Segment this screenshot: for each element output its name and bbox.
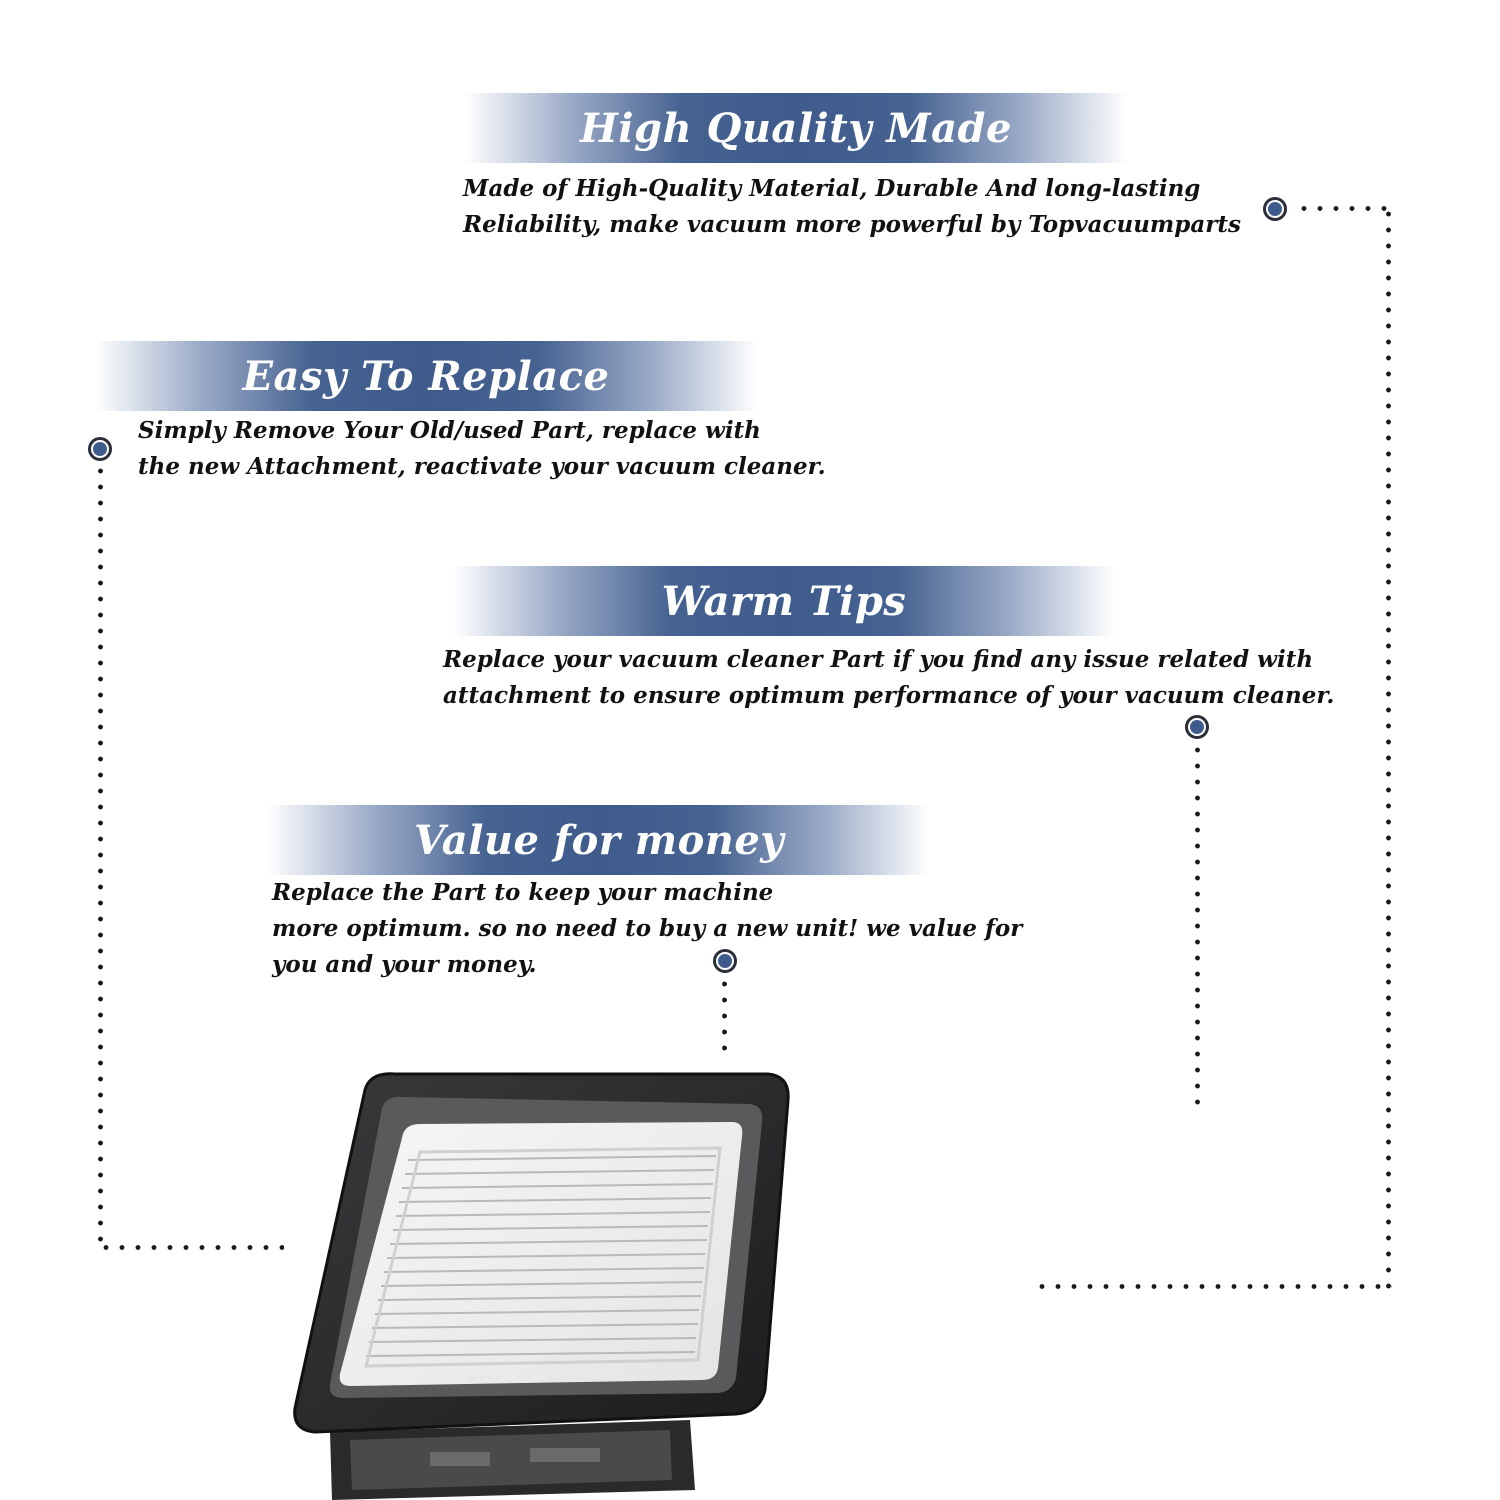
connector-dotted-line [1386,206,1391,1292]
description-line: Simply Remove Your Old/used Part, replac… [138,417,761,444]
description-line: you and your money. [272,951,537,978]
connector-dotted-line [1296,206,1392,211]
connector-dotted-line [1195,742,1200,1110]
vacuum-filter-image [293,1072,790,1500]
marker-easy-replace-icon [88,437,112,461]
description-line: Replace the Part to keep your machine [272,879,774,906]
section-description: Simply Remove Your Old/used Part, replac… [138,413,826,485]
marker-value-money-icon [713,949,737,973]
description-line: Made of High-Quality Material, Durable A… [463,175,1201,202]
description-line: more optimum. so no need to buy a new un… [272,915,1023,942]
section-description: Replace your vacuum cleaner Part if you … [443,642,1334,714]
marker-warm-tips-icon [1185,715,1209,739]
banner-value-for-money: Value for money [268,805,930,875]
description-line: attachment to ensure optimum performance… [443,682,1335,709]
connector-dotted-line [722,976,727,1056]
connector-dotted-line [98,463,103,1251]
description-line: Reliability, make vacuum more powerful b… [463,211,1241,238]
description-line: the new Attachment, reactivate your vacu… [138,453,826,480]
banner-high-quality-made: High Quality Made [465,93,1127,163]
banner-easy-to-replace: Easy To Replace [95,341,757,411]
section-title: Warm Tips [661,577,907,625]
section-title: Value for money [413,816,785,864]
section-description: Replace the Part to keep your machine mo… [272,875,1022,983]
connector-dotted-line [1034,1284,1392,1289]
connector-dotted-line [98,1245,284,1250]
section-title: Easy To Replace [242,352,610,400]
section-description: Made of High-Quality Material, Durable A… [463,171,1241,243]
banner-warm-tips: Warm Tips [453,566,1115,636]
description-line: Replace your vacuum cleaner Part if you … [443,646,1314,673]
section-title: High Quality Made [580,104,1012,152]
marker-high-quality-icon [1263,197,1287,221]
